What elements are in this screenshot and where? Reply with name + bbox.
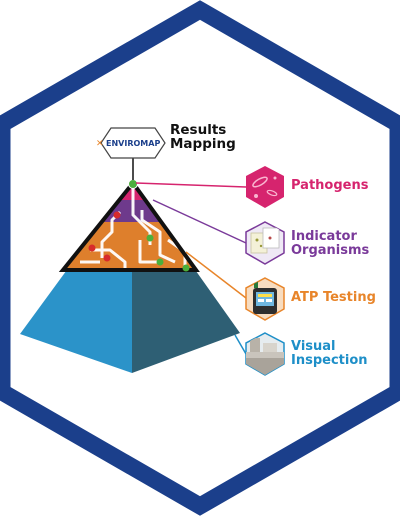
logo-mark-icon: ✕ xyxy=(96,139,104,149)
node-apex-green xyxy=(128,179,138,189)
petri-film-icon xyxy=(245,221,285,265)
logo-text: ENVIROMAP xyxy=(106,139,160,148)
title-line-2: Mapping xyxy=(170,136,236,153)
enviromap-logo: ✕ ENVIROMAP xyxy=(96,127,166,159)
connector-pathogens xyxy=(135,182,247,188)
node-green xyxy=(182,264,190,272)
label-line: Pathogens xyxy=(291,178,369,193)
node-red xyxy=(113,211,121,219)
atp-luminometer-icon xyxy=(245,277,285,321)
node-green xyxy=(146,234,154,242)
label-line: Visual xyxy=(291,339,336,354)
pyramid-top-outline xyxy=(58,179,200,272)
results-mapping-title: Results Mapping xyxy=(170,122,236,153)
label-line: Organisms xyxy=(291,242,370,258)
label-line: Inspection xyxy=(291,352,368,368)
level-label-atp: ATP Testing xyxy=(291,291,376,305)
level-label-pathogens: Pathogens xyxy=(291,179,368,193)
level-label-visual: Visual Inspection xyxy=(291,340,391,367)
connector-atp xyxy=(185,251,247,299)
node-red xyxy=(103,254,111,262)
kitchen-equipment-icon xyxy=(245,332,285,376)
level-label-indicator: Indicator Organisms xyxy=(291,230,391,257)
node-green xyxy=(156,258,164,266)
title-line-1: Results xyxy=(170,122,227,138)
bacteria-icon xyxy=(246,166,284,208)
label-line: ATP Testing xyxy=(291,290,376,305)
node-red xyxy=(88,244,96,252)
pyramid-top-section xyxy=(63,183,196,270)
connector-indicator xyxy=(152,199,247,244)
label-line: Indicator xyxy=(291,229,357,244)
connector-visual xyxy=(234,334,247,355)
